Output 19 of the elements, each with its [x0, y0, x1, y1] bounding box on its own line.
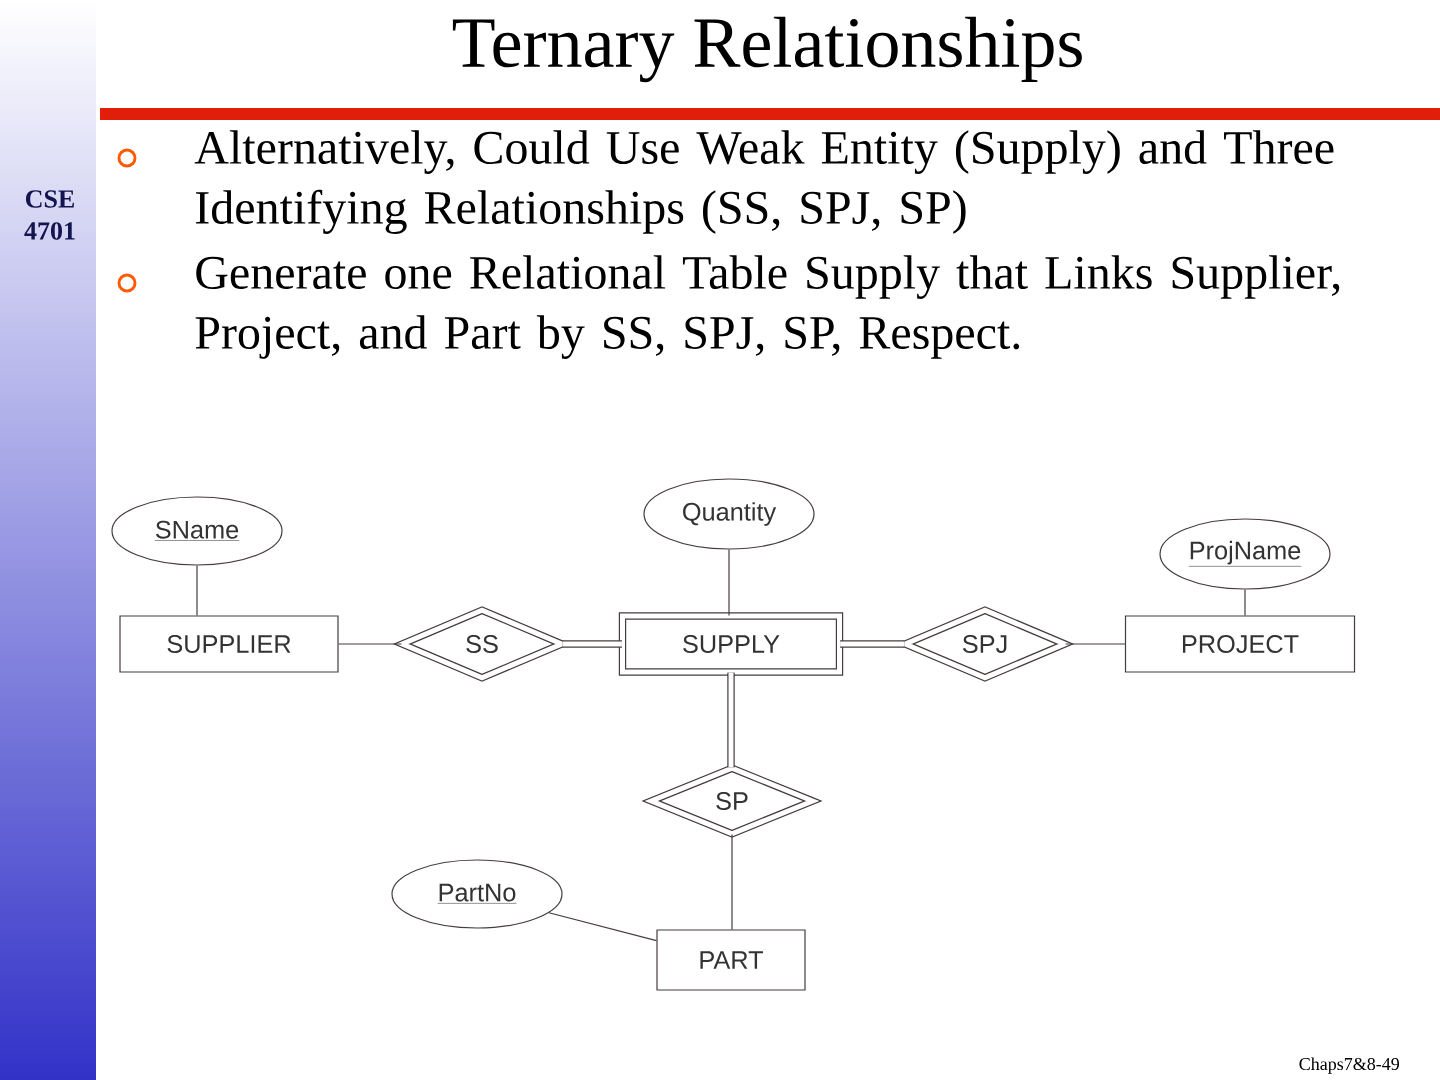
connector-line — [728, 549, 730, 616]
connector-line — [840, 640, 905, 648]
connector-line — [727, 672, 735, 768]
connector-line — [731, 834, 733, 930]
connector-line — [338, 643, 402, 645]
page-number: Chaps7&8-49 — [1299, 1057, 1399, 1074]
course-label: CSE 4701 — [24, 190, 75, 240]
connector-line — [1244, 589, 1246, 616]
connector-line — [562, 640, 622, 648]
bullet-text: Generate one Relational Table Supply that Links Supplier, Project, and Part by SS, SPJ, SP, Respect. — [195, 255, 1340, 359]
entity-box: SUPPLIER — [119, 615, 339, 673]
slide-title: Ternary Relationships — [452, 16, 1082, 83]
connector-line — [548, 912, 657, 942]
connector-line — [1065, 643, 1126, 645]
weak-entity-box: SUPPLY — [618, 612, 844, 676]
entity-box: PROJECT — [1124, 615, 1356, 673]
entity-box: PART — [656, 929, 806, 991]
connector-line — [196, 565, 198, 616]
bullet-text: Alternatively, Could Use Weak Entity (Supply) and Three Identifying Relationships (SS, SPJ, SP) — [194, 130, 1334, 234]
